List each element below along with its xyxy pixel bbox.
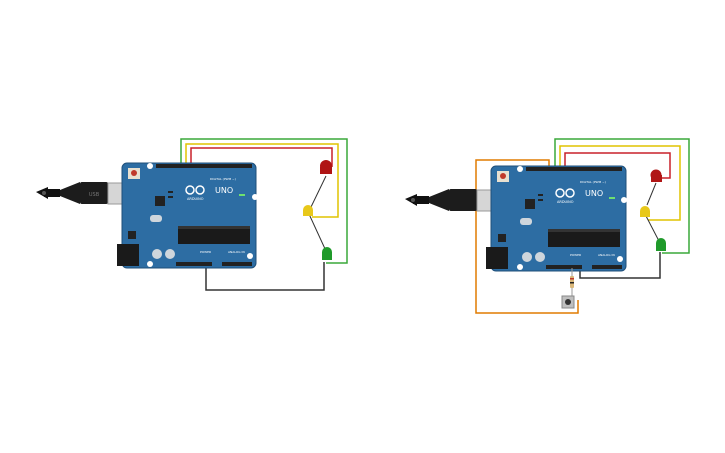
- board-model-label: UNO: [585, 189, 603, 198]
- circuit-left[interactable]: USB UNO ARDUINO DIGITAL: [36, 138, 348, 291]
- digital-header-left[interactable]: [156, 164, 252, 168]
- wire-red-right[interactable]: [564, 152, 671, 179]
- board-brand-label: ARDUINO: [557, 200, 574, 204]
- arduino-board-right[interactable]: UNO ARDUINO DIGITAL (PWM ~) POWER ANALOG…: [486, 165, 627, 272]
- reset-button-right[interactable]: [500, 173, 506, 179]
- analog-header-left[interactable]: [222, 262, 252, 266]
- board-model-label: UNO: [215, 186, 233, 195]
- led-yellow-left[interactable]: [303, 205, 313, 216]
- wire-black-left[interactable]: [205, 262, 325, 291]
- wire-yellow-left[interactable]: [185, 143, 339, 218]
- led-red-right[interactable]: [650, 169, 663, 183]
- reset-button-left[interactable]: [131, 170, 137, 176]
- analog-header-label: ANALOG IN: [228, 250, 245, 254]
- wire-led-series-right[interactable]: [645, 182, 661, 244]
- microcontroller-left: [178, 226, 250, 244]
- wire-black-right[interactable]: [579, 252, 661, 279]
- pushbutton-right[interactable]: [561, 295, 575, 309]
- wire-orange-right[interactable]: [475, 159, 579, 314]
- power-header-right[interactable]: [546, 265, 582, 269]
- led-green-right[interactable]: [656, 238, 666, 251]
- board-brand-label: ARDUINO: [187, 197, 204, 201]
- analog-header-label: ANALOG IN: [598, 253, 615, 257]
- resistor-right[interactable]: [570, 268, 574, 296]
- power-header-left[interactable]: [176, 262, 212, 266]
- analog-header-right[interactable]: [592, 265, 622, 269]
- wire-green-left[interactable]: [180, 138, 348, 264]
- digital-header-right[interactable]: [526, 167, 622, 171]
- arduino-logo-right: UNO ARDUINO DIGITAL (PWM ~): [555, 180, 606, 204]
- arduino-board-left[interactable]: UNO ARDUINO DIGITAL (PWM ~) POWER ANALOG…: [117, 162, 258, 269]
- power-header-label: POWER: [570, 253, 581, 257]
- digital-header-label: DIGITAL (PWM ~): [210, 177, 236, 181]
- digital-header-label: DIGITAL (PWM ~): [580, 180, 606, 184]
- arduino-logo-left: UNO ARDUINO DIGITAL (PWM ~): [185, 177, 236, 201]
- wire-yellow-right[interactable]: [559, 145, 681, 221]
- wire-led-series-left[interactable]: [308, 175, 327, 252]
- microcontroller-right: [548, 229, 620, 247]
- wire-red-left[interactable]: [190, 147, 333, 167]
- led-green-left[interactable]: [322, 247, 332, 260]
- power-jack-right[interactable]: [486, 247, 508, 269]
- power-jack-left[interactable]: [117, 244, 139, 266]
- wire-green-right[interactable]: [554, 138, 690, 254]
- led-yellow-right[interactable]: [640, 206, 650, 217]
- circuit-right[interactable]: UNO ARDUINO DIGITAL (PWM ~) POWER ANALOG…: [405, 138, 690, 314]
- power-header-label: POWER: [200, 250, 211, 254]
- svg-text:USB: USB: [89, 192, 100, 198]
- led-red-left[interactable]: [320, 160, 332, 174]
